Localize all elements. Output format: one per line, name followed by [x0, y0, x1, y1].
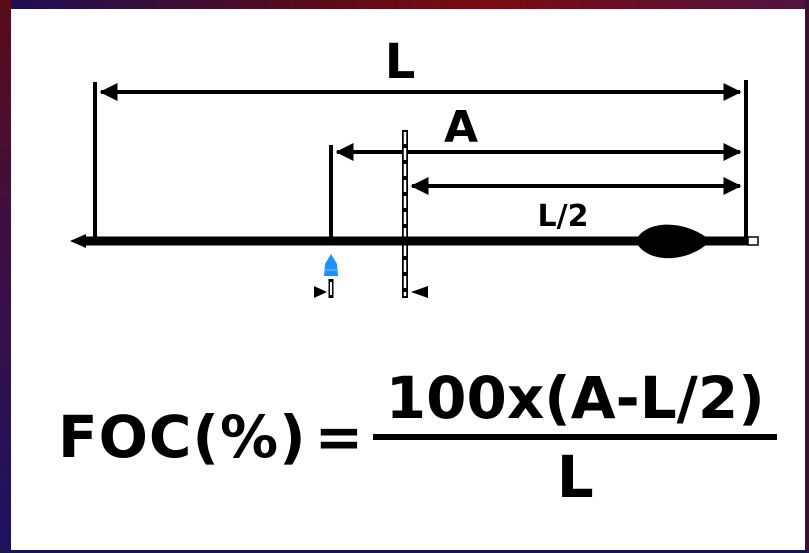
- fraction-bar: [373, 434, 778, 440]
- arrow-point: [70, 234, 86, 248]
- arrow-nock: [747, 236, 759, 246]
- frame-border-bottom: [0, 550, 809, 553]
- offset-arrowhead-right: [411, 286, 428, 298]
- formula-lhs: FOC(%): [58, 403, 307, 471]
- label-A: A: [444, 102, 478, 153]
- label-L: L: [385, 34, 416, 90]
- foc-formula: FOC(%) = 100x(A-L/2) L: [58, 364, 778, 511]
- formula-fraction: 100x(A-L/2) L: [373, 364, 778, 511]
- formula-equals: =: [314, 403, 364, 471]
- formula-denominator: L: [556, 443, 594, 511]
- offset-arrowhead-left: [314, 286, 327, 298]
- label-half-L: L/2: [538, 199, 589, 234]
- formula-numerator: 100x(A-L/2): [385, 364, 765, 432]
- balance-point-marker: [324, 254, 338, 276]
- frame-border-top: [0, 0, 809, 9]
- arrow-fletching: [636, 224, 752, 259]
- frame-border-right: [805, 0, 809, 553]
- frame-border-left: [0, 0, 11, 553]
